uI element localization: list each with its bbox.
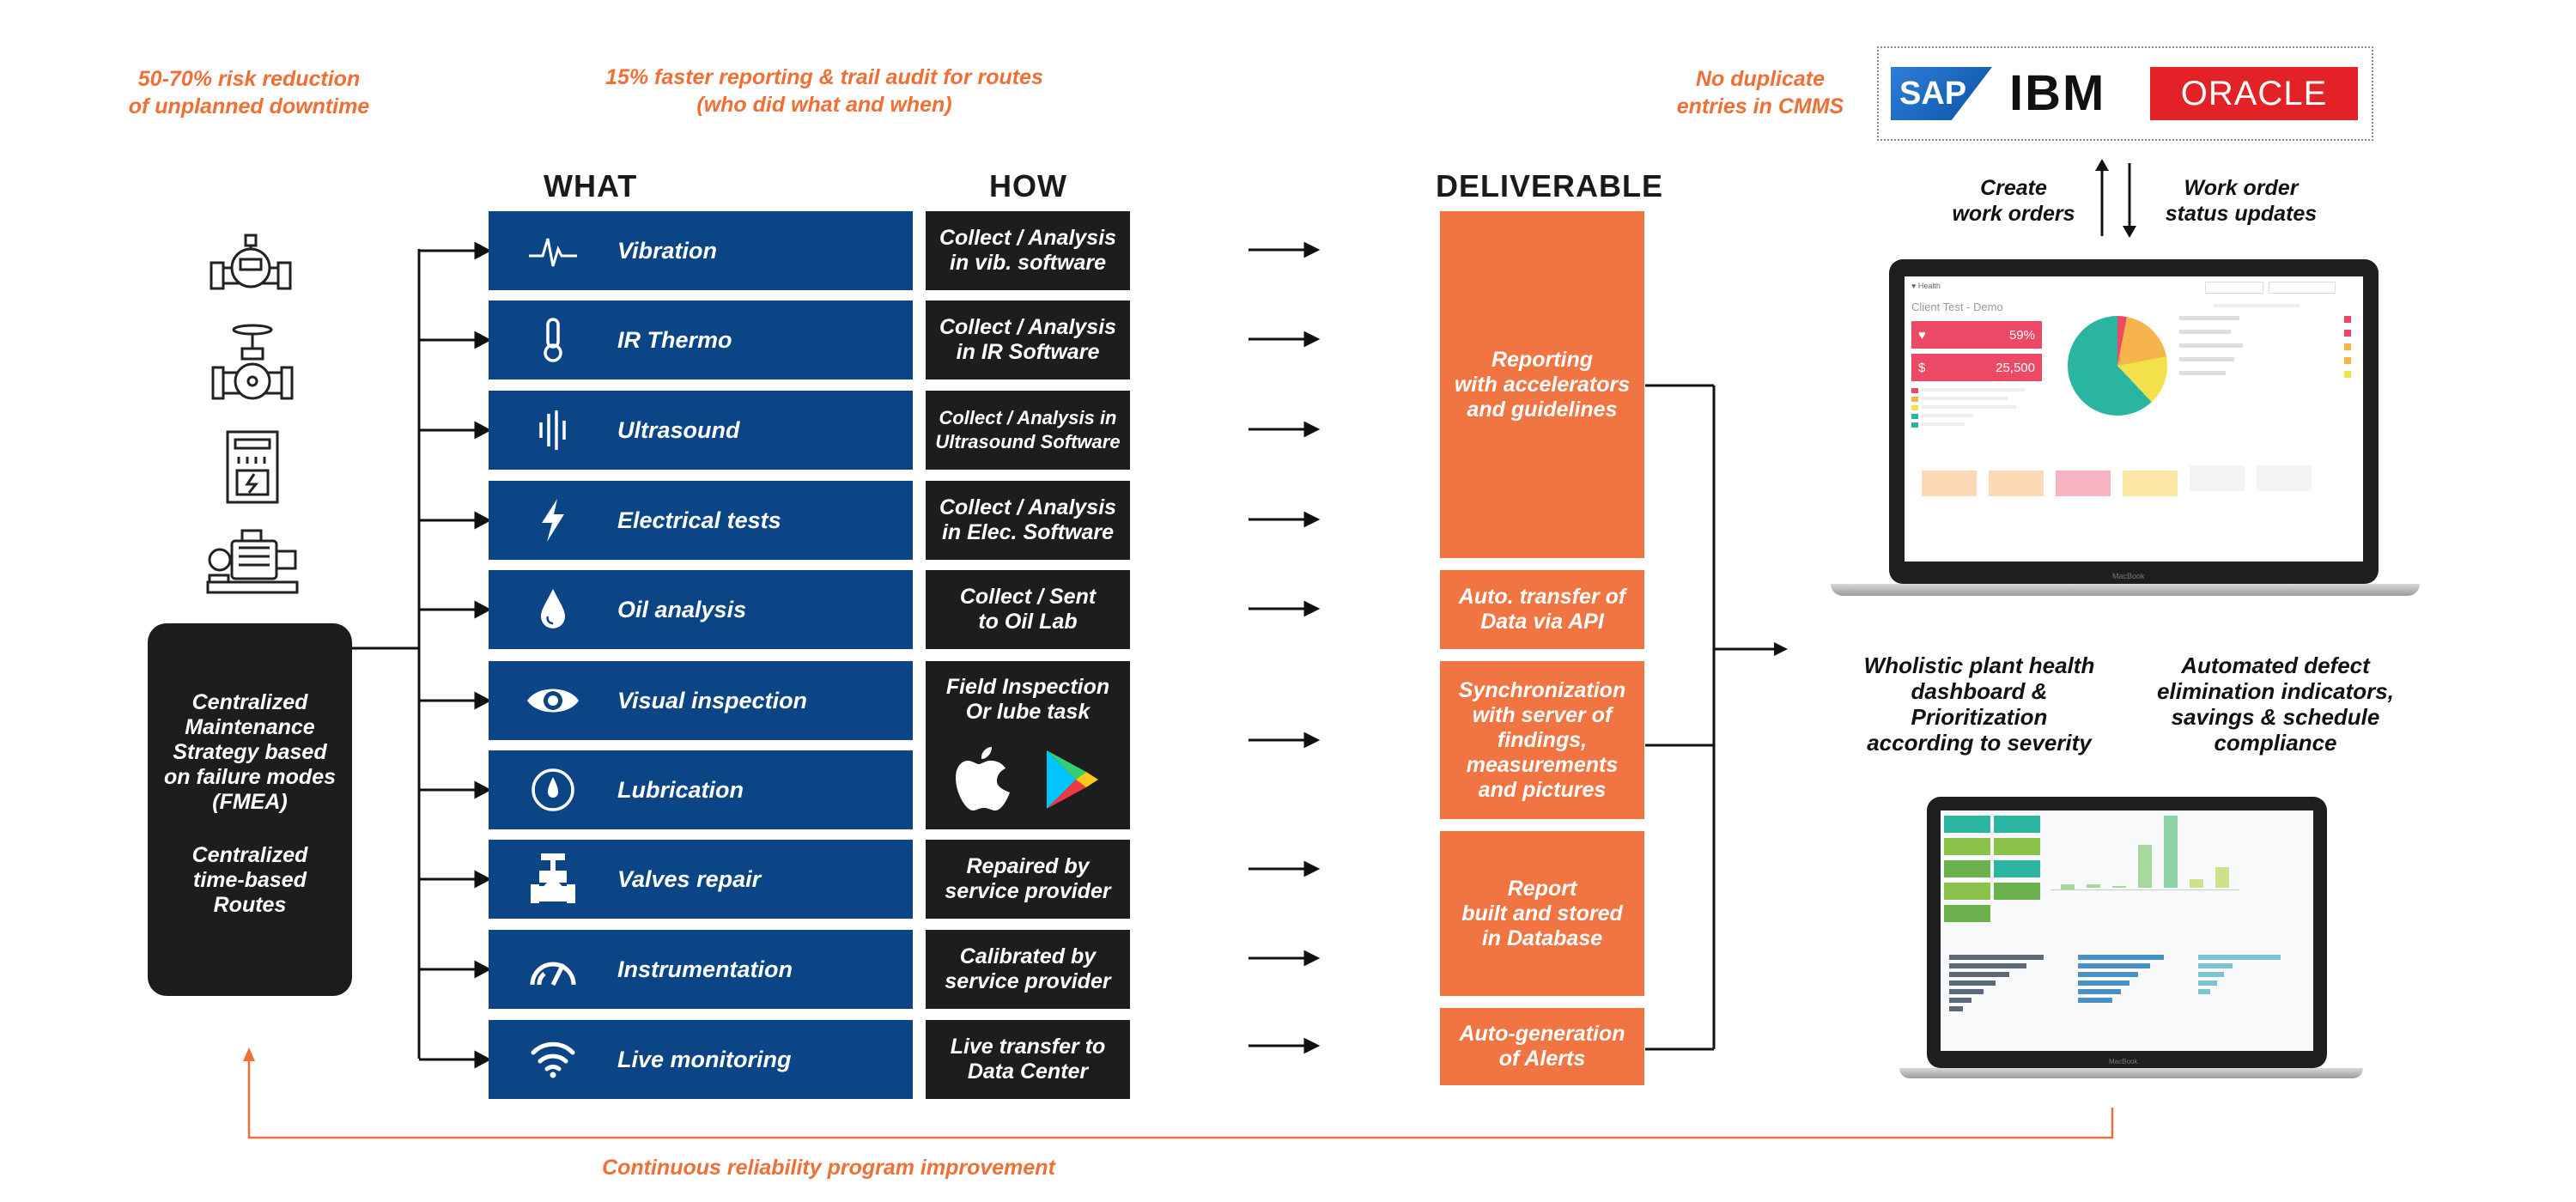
how-arrowhead-1 [1303, 241, 1321, 258]
how-arrowhead-4 [1303, 511, 1321, 528]
how-item-1: Collect / Analysis in vib. software [926, 211, 1130, 290]
oracle-logo: ORACLE [2150, 67, 2358, 120]
what-arrowhead-7 [474, 780, 492, 799]
how-header: HOW [989, 168, 1067, 203]
strategy-text: Centralized Maintenance Strategy based o… [163, 690, 337, 814]
electrical-panel-icon [226, 430, 279, 504]
central-strategy-box: Centralized Maintenance Strategy based o… [148, 623, 352, 996]
stat-card-1: ♥59% [1911, 321, 2042, 349]
reporting-note: 15% faster reporting & trail audit for r… [605, 65, 1043, 117]
how-arrowhead-5 [1303, 600, 1321, 617]
what-arrowhead-5 [474, 600, 492, 619]
how-arrowhead-7 [1303, 860, 1321, 877]
what-item-label: Instrumentation [617, 956, 793, 982]
eye-icon [489, 683, 617, 718]
create-work-orders-label: Create work orders [1952, 176, 2075, 226]
risk-note: 50-70% risk reduction of unplanned downt… [128, 67, 370, 118]
what-item-lubrication: Lubrication [489, 750, 913, 829]
how-item-4: Collect / Analysis in Elec. Software [926, 481, 1130, 560]
google-play-icon [1045, 749, 1100, 817]
laptop-brand-2: MacBook [2109, 1058, 2138, 1065]
what-item-label: Visual inspection [617, 687, 808, 713]
deliverable-api-transfer: Auto. transfer of Data via API [1440, 570, 1644, 649]
what-item-label: Live monitoring [617, 1046, 792, 1072]
what-arrowhead-9 [474, 960, 492, 979]
dashboard-screen-2 [1941, 810, 2313, 1051]
ultrasound-icon [489, 409, 617, 452]
how-arrowhead-8 [1303, 950, 1321, 967]
what-item-visual-inspection: Visual inspection [489, 661, 913, 740]
what-item-label: Valves repair [617, 865, 762, 892]
lightning-icon [489, 497, 617, 543]
how-item-9: Live transfer to Data Center [926, 1020, 1130, 1099]
what-arrowhead-6 [474, 691, 492, 710]
flow-meter-icon [210, 234, 292, 290]
deliverable-header: DELIVERABLE [1436, 168, 1664, 203]
what-item-label: Vibration [617, 237, 718, 264]
how-arrowhead-9 [1303, 1037, 1321, 1054]
how-arrowhead-2 [1303, 331, 1321, 348]
continuous-improvement-note: Continuous reliability program improveme… [602, 1156, 1055, 1180]
what-item-vibration: Vibration [489, 211, 913, 290]
lubrication-icon [489, 767, 617, 813]
dashboard-screen: ♥ Health Client Test - Demo ♥59% $25,500 [1905, 276, 2363, 562]
wholistic-label: Wholistic plant health dashboard & Prior… [1863, 653, 2095, 756]
deliverable-synchronization: Synchronization with server of findings,… [1440, 661, 1644, 819]
gauge-icon [489, 950, 617, 988]
what-item-label: Lubrication [617, 776, 744, 803]
what-item-label: Oil analysis [617, 596, 747, 622]
what-arrowhead-10 [474, 1050, 492, 1069]
what-item-valves-repair: Valves repair [489, 840, 913, 919]
routes-text: Centralized time-based Routes [191, 843, 308, 917]
pie-chart [2068, 316, 2167, 416]
how-item-2: Collect / Analysis in IR Software [926, 300, 1130, 379]
what-arrowhead-4 [474, 511, 492, 530]
what-header: WHAT [544, 168, 638, 203]
what-item-label: IR Thermo [617, 326, 732, 353]
ibm-logo: IBM [2009, 65, 2129, 122]
thermometer-icon [489, 317, 617, 363]
dashboard-title: Client Test - Demo [1911, 300, 2003, 313]
oil-drop-icon [489, 587, 617, 632]
what-arrowhead-2 [474, 331, 492, 349]
what-item-instrumentation: Instrumentation [489, 930, 913, 1009]
laptop-dashboard-2: MacBook [1899, 797, 2363, 1080]
automated-label: Automated defect elimination indicators,… [2157, 653, 2394, 756]
what-item-ultrasound: Ultrasound [489, 391, 913, 470]
cmms-arrows [2095, 159, 2136, 238]
deliverable-alerts: Auto-generation of Alerts [1440, 1008, 1644, 1085]
what-arrowhead-8 [474, 870, 492, 889]
what-item-ir-thermo: IR Thermo [489, 300, 913, 379]
motor-pump-icon [206, 529, 299, 594]
what-item-label: Electrical tests [617, 507, 781, 533]
cmms-logos: SAP IBM ORACLE [1877, 46, 2373, 141]
what-item-oil-analysis: Oil analysis [489, 570, 913, 649]
vibration-icon [489, 230, 617, 271]
how-arrowhead-3 [1303, 421, 1321, 438]
valve-icon [489, 852, 617, 907]
how-item-text: Field Inspection Or lube task [945, 675, 1110, 724]
how-item-6: Field Inspection Or lube task [926, 661, 1130, 829]
what-item-label: Ultrasound [617, 416, 740, 443]
deliverable-reporting: Reporting with accelerators and guidelin… [1440, 211, 1644, 558]
what-item-electrical-tests: Electrical tests [489, 481, 913, 560]
how-item-8: Calibrated by service provider [926, 930, 1130, 1009]
apple-icon [956, 744, 1016, 822]
what-arrowhead-3 [474, 421, 492, 440]
laptop-dashboard-1: ♥ Health Client Test - Demo ♥59% $25,500 [1831, 259, 2420, 599]
wifi-icon [489, 1041, 617, 1078]
how-item-7: Repaired by service provider [926, 840, 1130, 919]
deliverable-report-database: Report built and stored in Database [1440, 831, 1644, 996]
status-updates-label: Work order status updates [2165, 176, 2318, 226]
laptop-brand-1: MacBook [2112, 572, 2145, 580]
what-item-live-monitoring: Live monitoring [489, 1020, 913, 1099]
how-item-5: Collect / Sent to Oil Lab [926, 570, 1130, 649]
stat-card-2: $25,500 [1911, 354, 2042, 381]
how-arrowhead-6 [1303, 732, 1321, 749]
how-item-3: Collect / Analysis in Ultrasound Softwar… [926, 391, 1130, 470]
valve-asset-icon [211, 324, 294, 400]
duplicate-note: No duplicate entries in CMMS [1676, 67, 1844, 118]
what-arrowhead-1 [474, 241, 492, 260]
